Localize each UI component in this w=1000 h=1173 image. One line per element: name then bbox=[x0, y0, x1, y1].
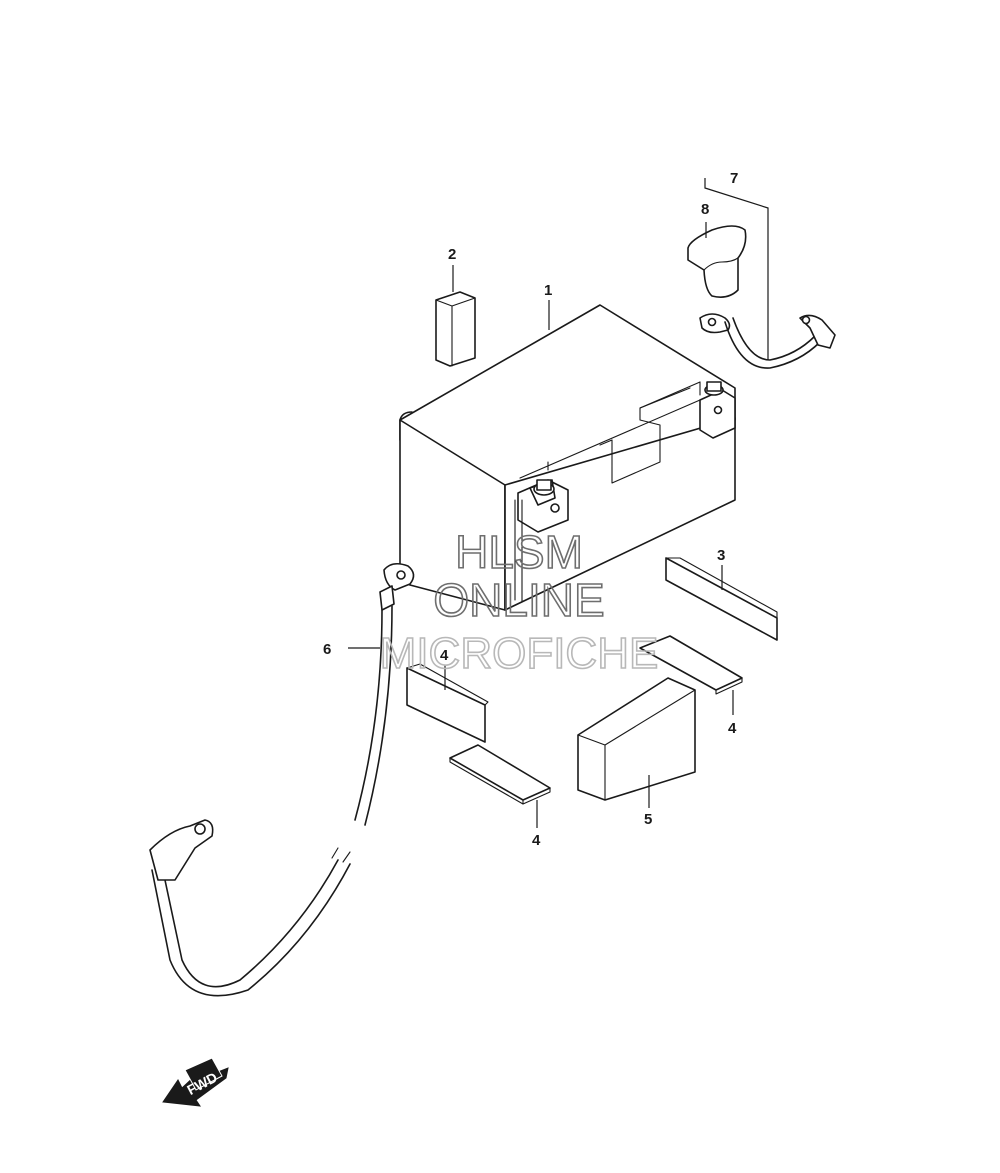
callout-2: 2 bbox=[448, 246, 456, 263]
cushion-right bbox=[639, 635, 743, 695]
watermark: HLSM ONLINE MICROFICHE bbox=[379, 525, 659, 679]
callout-1: 1 bbox=[544, 282, 552, 299]
cushion-bottom bbox=[449, 744, 551, 805]
callout-4-left: 4 bbox=[440, 647, 449, 664]
callout-4-right: 4 bbox=[728, 720, 737, 737]
callout-5: 5 bbox=[644, 811, 652, 828]
callout-3: 3 bbox=[717, 547, 725, 564]
pad-right bbox=[665, 557, 778, 641]
cap-small bbox=[435, 291, 476, 367]
positive-lead bbox=[699, 178, 836, 369]
watermark-line1: HLSM bbox=[455, 526, 583, 578]
callout-4-bottom: 4 bbox=[532, 832, 541, 849]
callout-7: 7 bbox=[730, 170, 738, 187]
callout-6: 6 bbox=[323, 641, 331, 658]
leader-lines bbox=[348, 222, 734, 828]
watermark-line3: MICROFICHE bbox=[380, 629, 659, 678]
cushion-left bbox=[406, 663, 489, 743]
spacer bbox=[577, 677, 696, 801]
negative-lead bbox=[149, 562, 415, 997]
battery bbox=[399, 304, 736, 611]
terminal-cover bbox=[687, 225, 747, 298]
callout-labels: 1 2 3 4 4 4 5 6 7 8 bbox=[323, 170, 738, 849]
fwd-arrow: FWD bbox=[162, 1057, 229, 1107]
watermark-line2: ONLINE bbox=[433, 574, 604, 626]
callout-8: 8 bbox=[701, 201, 709, 218]
